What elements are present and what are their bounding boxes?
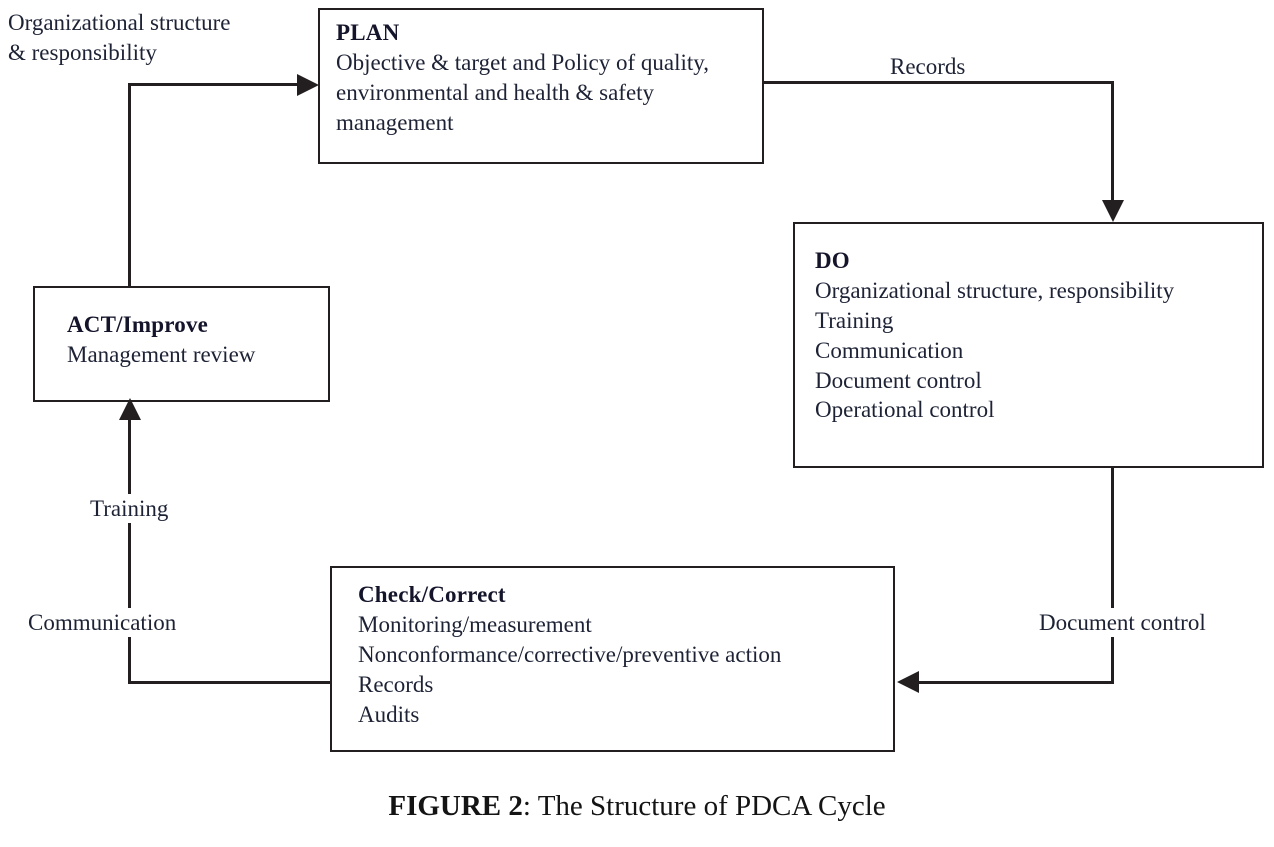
connector-do-to-check-horizontal xyxy=(918,681,1114,684)
edge-label-document-control: Document control xyxy=(1033,608,1212,638)
edge-label-records: Records xyxy=(884,52,972,82)
node-do[interactable]: DO Organizational structure, responsibil… xyxy=(793,222,1264,468)
figure-caption-text: : The Structure of PDCA Cycle xyxy=(522,790,886,822)
arrowhead-into-act xyxy=(119,398,141,420)
edge-label-act-to-plan-line2: & responsibility xyxy=(8,39,157,65)
arrowhead-into-do xyxy=(1102,200,1124,222)
edge-label-communication: Communication xyxy=(22,608,183,638)
arrowhead-into-plan xyxy=(297,74,319,96)
edge-label-act-to-plan: Organizational structure & responsibilit… xyxy=(8,8,230,68)
connector-act-to-plan-vertical xyxy=(128,84,131,288)
node-act-title: ACT/Improve xyxy=(67,312,209,337)
node-check-item: Monitoring/measurement xyxy=(358,611,592,637)
node-do-item: Training xyxy=(815,307,894,333)
connector-check-to-act-vertical xyxy=(128,418,131,683)
node-do-content: DO Organizational structure, responsibil… xyxy=(795,224,1262,425)
connector-plan-to-do-vertical xyxy=(1111,81,1114,205)
node-plan[interactable]: PLAN Objective & target and Policy of qu… xyxy=(318,8,764,164)
arrowhead-into-check xyxy=(897,671,919,693)
node-check-title: Check/Correct xyxy=(358,582,506,607)
edge-label-training: Training xyxy=(84,494,175,524)
node-check-correct[interactable]: Check/Correct Monitoring/measurement Non… xyxy=(330,566,895,752)
node-plan-title: PLAN xyxy=(336,20,400,45)
node-plan-content: PLAN Objective & target and Policy of qu… xyxy=(320,10,754,138)
node-do-item: Operational control xyxy=(815,397,995,423)
connector-act-to-plan-horizontal xyxy=(128,83,300,86)
node-act-item: Management review xyxy=(67,341,256,367)
node-check-item: Nonconformance/corrective/preventive act… xyxy=(358,641,782,667)
node-check-item: Records xyxy=(358,671,434,697)
node-act-content: ACT/Improve Management review xyxy=(35,288,328,370)
figure-caption: FIGURE 2: The Structure of PDCA Cycle xyxy=(0,790,1274,823)
node-check-item: Audits xyxy=(358,701,420,727)
node-do-item: Document control xyxy=(815,367,982,393)
node-act-improve[interactable]: ACT/Improve Management review xyxy=(33,286,330,402)
node-check-content: Check/Correct Monitoring/measurement Non… xyxy=(332,568,893,729)
connector-do-to-check-vertical xyxy=(1111,468,1114,682)
edge-label-act-to-plan-line1: Organizational structure xyxy=(8,10,231,35)
node-do-item: Communication xyxy=(815,337,964,363)
node-do-title: DO xyxy=(815,248,850,273)
node-do-item: Organizational structure, responsibility xyxy=(815,277,1175,303)
node-plan-body: Objective & target and Policy of quality… xyxy=(336,49,710,135)
figure-caption-label: FIGURE 2 xyxy=(388,790,523,822)
connector-check-to-act-horizontal xyxy=(128,681,332,684)
connector-plan-to-do-horizontal xyxy=(762,81,1114,84)
